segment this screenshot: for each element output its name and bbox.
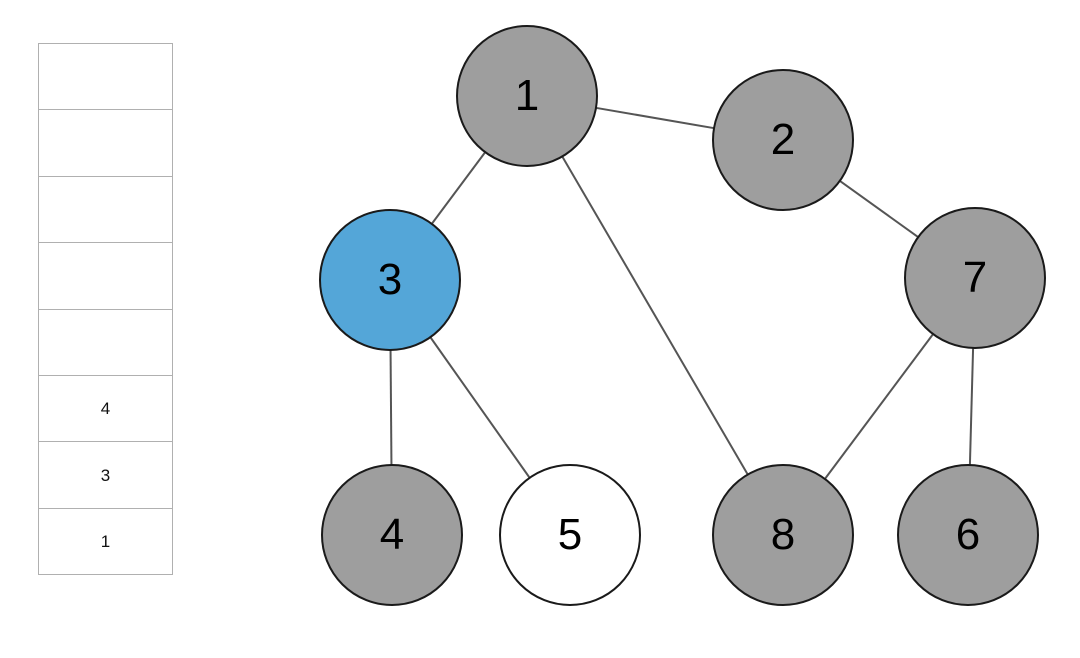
graph-edge [838, 179, 920, 239]
graph-node-label: 4 [379, 510, 405, 559]
graph-node-label: 7 [962, 253, 988, 302]
graph-node-5[interactable]: 5 [499, 464, 641, 606]
stack-cell[interactable]: 4 [38, 374, 173, 443]
stack-cell-value: 3 [100, 465, 111, 485]
stack-cell[interactable] [38, 308, 173, 376]
graph-node-label: 6 [955, 510, 981, 559]
stack-cell-value: 4 [100, 399, 111, 419]
graph-node-label: 1 [514, 71, 540, 120]
graph-edge [389, 348, 393, 467]
graph-node-label: 5 [557, 510, 583, 559]
stack-panel: 4 3 1 [38, 43, 173, 582]
graph-node-8[interactable]: 8 [712, 464, 854, 606]
graph-node-7[interactable]: 7 [904, 207, 1046, 349]
graph-edge [823, 332, 935, 481]
graph-edge [594, 106, 716, 130]
graph-node-label: 8 [770, 510, 796, 559]
graph-node-2[interactable]: 2 [712, 69, 854, 211]
stack-cell[interactable] [38, 43, 173, 111]
stack-cell-value: 1 [100, 531, 111, 551]
graph-edge [968, 346, 975, 467]
graph-node-label: 3 [377, 255, 403, 304]
stack-cell[interactable] [38, 242, 173, 310]
graph-edge [560, 155, 750, 476]
graph-edge [428, 335, 532, 480]
stack-cell[interactable]: 1 [38, 507, 173, 576]
graph-node-4[interactable]: 4 [321, 464, 463, 606]
graph-edge [430, 150, 487, 226]
graph-node-1[interactable]: 1 [456, 25, 598, 167]
stack-cell[interactable] [38, 109, 173, 177]
graph-node-6[interactable]: 6 [897, 464, 1039, 606]
graph-node-3[interactable]: 3 [319, 209, 461, 351]
graph-node-label: 2 [770, 115, 796, 164]
